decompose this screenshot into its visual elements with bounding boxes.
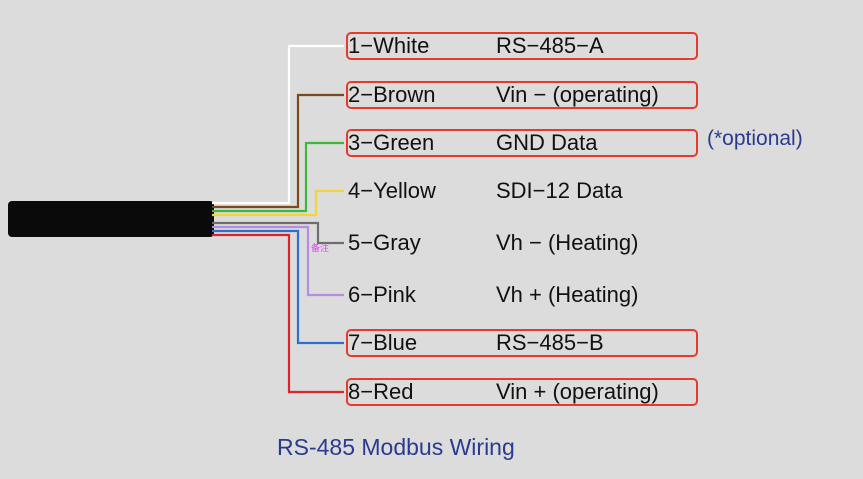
wire-label-4: 4−Yellow xyxy=(348,178,436,203)
wire-3 xyxy=(212,141,344,213)
wire-7 xyxy=(212,229,344,345)
optional-note: (*optional) xyxy=(707,127,803,150)
diagram-title: RS-485 Modbus Wiring xyxy=(277,434,515,460)
wire-label-8: 8−Red xyxy=(348,379,414,404)
wire-function-4: SDI−12 Data xyxy=(496,178,623,203)
wire-2 xyxy=(212,93,344,209)
wire-6 xyxy=(212,225,344,297)
wire-label-2: 2−Brown xyxy=(348,82,436,107)
wire-1 xyxy=(212,44,344,205)
wire-box-3 xyxy=(346,129,698,157)
wire-label-6: 6−Pink xyxy=(348,282,416,307)
wire-function-6: Vh + (Heating) xyxy=(496,282,639,307)
wire-function-5: Vh − (Heating) xyxy=(496,230,639,255)
wire-box-8 xyxy=(346,378,698,406)
wire-box-7 xyxy=(346,329,698,357)
wire-function-1: RS−485−A xyxy=(496,33,604,58)
wire-label-3: 3−Green xyxy=(348,130,435,155)
wire-box-1 xyxy=(346,32,698,60)
wire-function-7: RS−485−B xyxy=(496,330,604,355)
wire-4 xyxy=(212,189,344,217)
wire-box-2 xyxy=(346,81,698,109)
wire-function-8: Vin + (operating) xyxy=(496,379,659,404)
cable-body xyxy=(8,201,214,237)
wire-label-1: 1−White xyxy=(348,33,430,58)
wire-function-2: Vin − (operating) xyxy=(496,82,659,107)
annotation-mark: 备注 xyxy=(311,243,330,253)
wire-label-5: 5−Gray xyxy=(348,230,421,255)
wire-label-7: 7−Blue xyxy=(348,330,418,355)
wire-group xyxy=(212,44,344,394)
wire-function-3: GND Data xyxy=(496,130,598,155)
wire-5 xyxy=(212,221,344,245)
wire-8 xyxy=(212,233,344,394)
